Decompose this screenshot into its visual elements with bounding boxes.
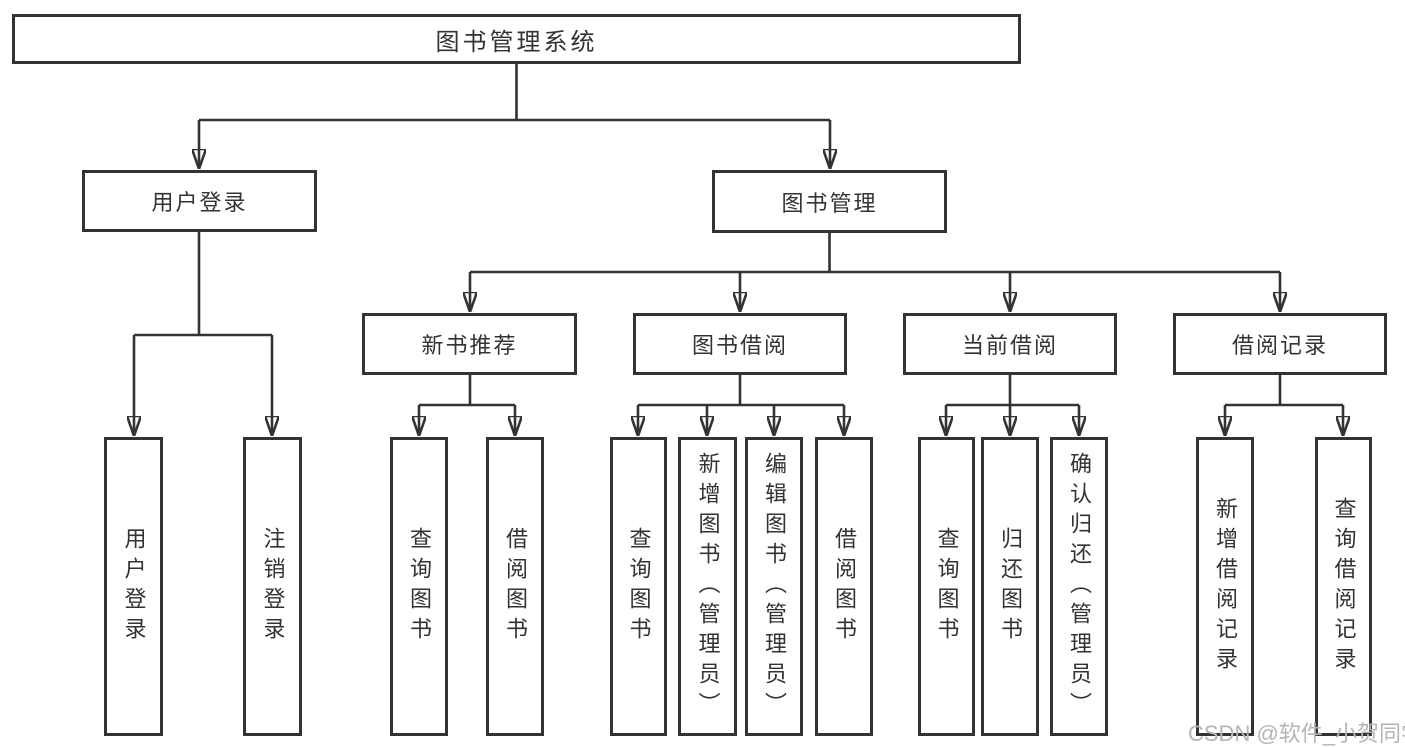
- module-book-management: 图书管理: [712, 170, 947, 233]
- leaf-logout-login: 注销登录: [243, 437, 302, 736]
- connector-book-borrow-bus: [638, 375, 844, 407]
- leaf-add-borrow-record: 新增借阅记录: [1196, 437, 1254, 736]
- submodule-new-book-recommend: 新书推荐: [362, 313, 577, 375]
- connector-current-borrow-bus: [946, 375, 1079, 407]
- node-label: 注销登录: [260, 526, 286, 647]
- connector-new-book-bus: [419, 375, 515, 407]
- node-label: 查询图书: [626, 526, 652, 647]
- node-label: 借阅图书: [832, 526, 857, 647]
- node-label: 查询图书: [407, 526, 432, 647]
- leaf-query-books-recommend: 查询图书: [390, 437, 448, 736]
- node-label: 确认归还（管理员）: [1067, 451, 1092, 722]
- connector-user-login-bus: [134, 232, 272, 337]
- leaf-edit-books-admin: 编辑图书（管理员）: [745, 437, 803, 736]
- module-user-login: 用户登录: [82, 170, 317, 232]
- node-label: 借阅图书: [503, 526, 528, 647]
- node-label: 借阅记录: [1231, 333, 1328, 358]
- node-label: 归还图书: [998, 526, 1023, 647]
- submodule-book-borrow: 图书借阅: [633, 313, 847, 375]
- node-label: 编辑图书（管理员）: [762, 451, 787, 722]
- node-label: 查询图书: [934, 526, 960, 647]
- node-library-management-system: 图书管理系统: [12, 14, 1021, 64]
- leaf-return-books: 归还图书: [981, 437, 1039, 736]
- node-label: 新增图书（管理员）: [695, 451, 721, 722]
- submodule-current-borrow: 当前借阅: [903, 313, 1117, 375]
- node-label: 用户登录: [121, 526, 147, 647]
- node-label: 当前借阅: [961, 333, 1058, 358]
- connector-root-bus: [199, 64, 830, 122]
- node-label: 查询借阅记录: [1331, 496, 1357, 677]
- node-label: 用户登录: [151, 190, 248, 215]
- leaf-confirm-return-admin: 确认归还（管理员）: [1050, 437, 1108, 736]
- node-label: 图书借阅: [691, 333, 788, 358]
- leaf-query-books-current: 查询图书: [918, 437, 975, 736]
- connector-book-management-bus: [470, 233, 1280, 274]
- leaf-query-borrow-record: 查询借阅记录: [1315, 437, 1372, 736]
- leaf-borrow-books-recommend: 借阅图书: [486, 437, 544, 736]
- node-label: 新书推荐: [421, 333, 518, 358]
- node-label: 图书管理系统: [435, 28, 598, 56]
- submodule-borrow-records: 借阅记录: [1173, 313, 1387, 375]
- node-label: 新增借阅记录: [1213, 496, 1238, 677]
- leaf-add-books-admin: 新增图书（管理员）: [678, 437, 737, 736]
- leaf-user-login: 用户登录: [104, 437, 163, 736]
- leaf-query-books-borrow: 查询图书: [610, 437, 667, 736]
- leaf-borrow-books: 借阅图书: [815, 437, 873, 736]
- csdn-watermark: CSDN @软件_小贺同学: [1188, 721, 1405, 746]
- node-label: 图书管理: [781, 190, 878, 216]
- connector-borrow-records-bus: [1225, 375, 1343, 407]
